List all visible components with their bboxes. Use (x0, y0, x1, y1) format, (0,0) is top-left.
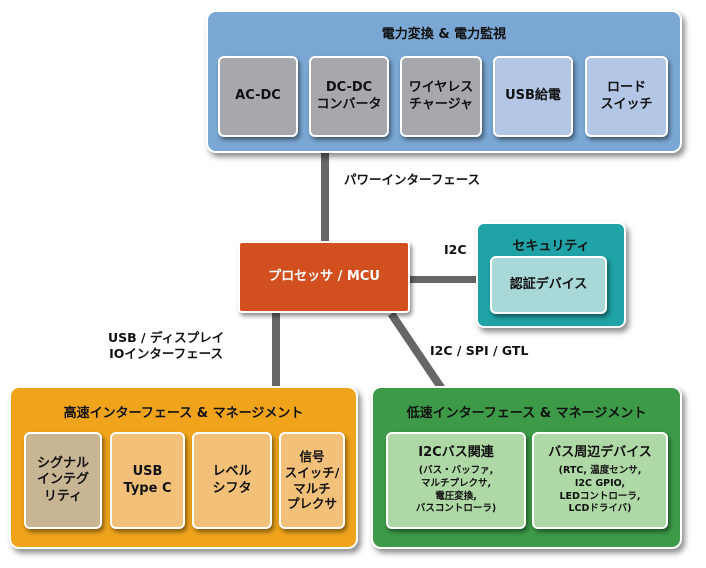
i2c-bus-title: I2Cバス関連 (418, 444, 494, 460)
low-speed-group-title: 低速インターフェース & マネージメント (406, 406, 647, 421)
load-switch-label: ロード スイッチ (600, 80, 653, 112)
security-group: セキュリティ 認証デバイス (476, 222, 626, 328)
ac-dc-box: AC-DC (218, 56, 298, 137)
high-speed-group: 高速インターフェース & マネージメント シグナル インテグ リティ USB T… (9, 386, 358, 549)
wireless-charger-label: ワイヤレス チャージャ (408, 80, 474, 112)
usb-power-label: USB給電 (505, 88, 561, 104)
high-speed-group-title: 高速インターフェース & マネージメント (63, 406, 304, 421)
usb-type-c-box: USB Type C (110, 432, 185, 529)
hs-connector-line (272, 310, 280, 390)
auth-device-label: 認証デバイス (509, 276, 588, 292)
security-connector-line (406, 276, 488, 283)
bus-peripheral-box: バス周辺デバイス (RTC, 温度センサ, I2C GPIO, LEDコントロー… (532, 432, 668, 529)
mcu-box: プロセッサ / MCU (238, 241, 410, 313)
dc-dc-label: DC-DC コンバータ (316, 80, 382, 112)
security-group-title: セキュリティ (512, 239, 590, 254)
usb-power-box: USB給電 (493, 56, 573, 137)
level-shifter-box: レベル シフタ (192, 432, 272, 529)
low-speed-bus-label: I2C / SPI / GTL (430, 343, 529, 358)
power-group-title: 電力変換 & 電力監視 (381, 27, 507, 42)
wireless-charger-box: ワイヤレス チャージャ (400, 56, 482, 137)
low-speed-group: 低速インターフェース & マネージメント I2Cバス関連 (バス・バッファ, マ… (371, 386, 682, 549)
usb-type-c-label: USB Type C (123, 464, 172, 496)
power-connector-line (321, 151, 329, 243)
signal-switch-box: 信号 スイッチ/ マルチ プレクサ (279, 432, 345, 529)
ac-dc-label: AC-DC (235, 88, 281, 104)
signal-integrity-label: シグナル インテグ リティ (36, 456, 89, 504)
dc-dc-box: DC-DC コンバータ (309, 56, 389, 137)
load-switch-box: ロード スイッチ (585, 56, 668, 137)
usb-display-label: USB / ディスプレイ IOインターフェース (108, 330, 225, 362)
signal-integrity-box: シグナル インテグ リティ (24, 432, 102, 529)
i2c-label: I2C (444, 242, 467, 257)
signal-switch-label: 信号 スイッチ/ マルチ プレクサ (284, 449, 340, 512)
mcu-label: プロセッサ / MCU (268, 268, 380, 284)
level-shifter-label: レベル シフタ (212, 464, 252, 496)
i2c-bus-detail: (バス・バッファ, マルチプレクサ, 電圧変換, バスコントローラ) (415, 465, 497, 515)
auth-device-box: 認証デバイス (490, 256, 607, 314)
power-interface-label: パワーインターフェース (344, 172, 481, 187)
power-group: 電力変換 & 電力監視 AC-DC DC-DC コンバータ ワイヤレス チャージ… (206, 10, 682, 153)
i2c-bus-box: I2Cバス関連 (バス・バッファ, マルチプレクサ, 電圧変換, バスコントロー… (386, 432, 526, 529)
bus-peripheral-title: バス周辺デバイス (548, 444, 652, 460)
bus-peripheral-detail: (RTC, 温度センサ, I2C GPIO, LEDコントローラ, LCDドライ… (558, 465, 642, 515)
